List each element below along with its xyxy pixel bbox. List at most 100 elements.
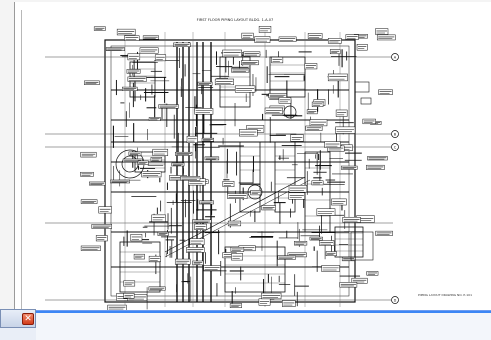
callout-label <box>214 78 234 86</box>
callout-label <box>268 93 287 99</box>
callout-label <box>356 44 368 51</box>
callout-label <box>362 118 376 125</box>
callout-label <box>98 206 112 214</box>
callout-label <box>95 235 108 242</box>
callout-label <box>110 179 130 184</box>
callout-label <box>151 214 166 222</box>
callout-label <box>122 158 143 163</box>
callout-label <box>222 49 242 58</box>
callout-label <box>127 76 147 82</box>
callout-label <box>186 135 198 143</box>
callout-label <box>341 257 356 262</box>
equipment-block <box>239 141 261 213</box>
callout-label <box>264 107 283 115</box>
callout-label <box>186 247 205 253</box>
callout-label <box>375 28 389 35</box>
callout-label <box>194 108 214 115</box>
callout-label <box>327 73 348 82</box>
callout-label <box>231 253 243 261</box>
callout-label <box>342 216 361 223</box>
callout-label <box>243 51 261 57</box>
tank-outline <box>283 105 297 119</box>
callout-label <box>175 151 193 156</box>
callout-label <box>319 240 335 246</box>
callout-label <box>122 86 138 91</box>
callout-label <box>335 126 356 134</box>
callout-label <box>152 148 169 156</box>
callout-label <box>278 36 297 42</box>
callout-label <box>288 185 308 193</box>
callout-label <box>288 192 306 200</box>
equipment-block <box>269 56 306 98</box>
callout-label <box>321 265 340 272</box>
equipment-block <box>274 141 296 213</box>
callout-label <box>142 35 159 40</box>
annotation-box <box>360 97 372 105</box>
callout-label <box>309 119 328 127</box>
bottom-note: PIPING LAYOUT DRAWING NO. P-101 <box>418 293 472 297</box>
callout-label <box>345 34 359 40</box>
callout-label <box>290 134 304 142</box>
callout-label <box>127 53 141 61</box>
callout-label <box>123 293 135 299</box>
callout-label <box>311 101 324 107</box>
callout-label <box>141 171 162 178</box>
callout-label <box>227 193 248 199</box>
piping-drawing: FIRST FLOOR PIPING LAYOUT BLDG. 1-A-07 A… <box>45 18 472 310</box>
callout-label <box>222 180 235 187</box>
callout-label <box>203 265 221 271</box>
callout-label <box>258 298 271 306</box>
callout-label <box>197 81 213 86</box>
outer-wall <box>104 39 356 303</box>
callout-label <box>327 38 342 44</box>
callout-label <box>329 49 341 55</box>
grid-bubble-label: C <box>394 145 397 149</box>
taskbar <box>36 310 491 340</box>
close-icon[interactable]: ✕ <box>22 313 34 325</box>
callout-label <box>192 219 212 224</box>
callout-label <box>123 280 136 287</box>
callout-label <box>254 36 271 43</box>
taskbar-highlight <box>36 311 491 313</box>
diagonal-pipe <box>164 176 306 253</box>
annotation-box <box>350 231 374 261</box>
callout-label <box>351 277 368 284</box>
callout-label <box>367 156 388 161</box>
grid-bubble: C <box>391 143 399 151</box>
callout-label <box>124 35 140 41</box>
callout-label <box>171 162 185 167</box>
taskbar-body <box>36 313 491 340</box>
callout-label <box>84 80 100 85</box>
callout-label <box>309 236 323 241</box>
callout-label <box>304 63 318 70</box>
callout-label <box>278 97 292 104</box>
callout-label <box>375 230 393 236</box>
callout-label <box>378 89 393 95</box>
callout-label <box>192 260 204 266</box>
drawing-sheet[interactable]: FIRST FLOOR PIPING LAYOUT BLDG. 1-A-07 A… <box>14 2 491 310</box>
annotation-box <box>354 81 370 93</box>
callout-label <box>194 223 207 230</box>
callout-label <box>331 198 347 206</box>
callout-label <box>316 208 336 216</box>
callout-label <box>199 200 214 205</box>
callout-label <box>107 304 127 310</box>
callout-label <box>294 241 308 246</box>
callout-label <box>105 47 125 51</box>
callout-label <box>80 245 101 251</box>
callout-label <box>126 69 141 74</box>
callout-label <box>311 180 324 186</box>
tank-outline <box>247 184 263 200</box>
callout-label <box>158 104 179 109</box>
callout-label <box>261 205 276 211</box>
callout-label <box>231 68 250 73</box>
callout-label <box>137 160 149 165</box>
callout-label <box>325 251 337 257</box>
equipment-block <box>334 226 364 258</box>
callout-label <box>241 32 254 39</box>
callout-label <box>139 47 159 54</box>
callout-label <box>271 56 284 64</box>
mini-dialog[interactable]: ✕ <box>0 309 36 328</box>
callout-label <box>93 26 106 31</box>
